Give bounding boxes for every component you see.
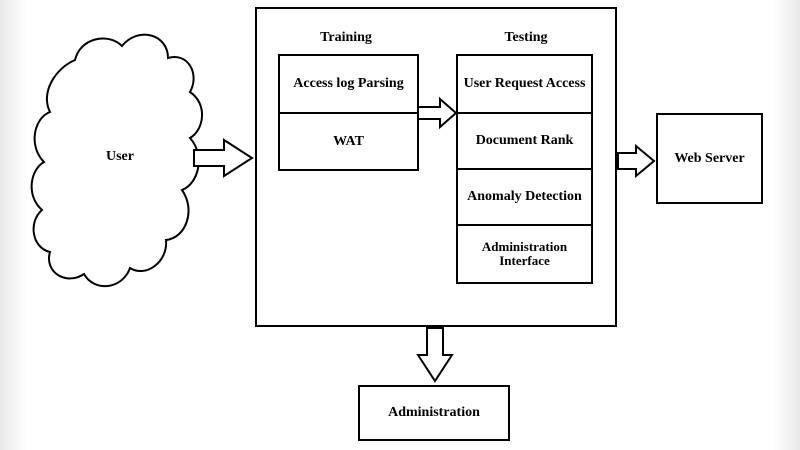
training-item-wat: WAT <box>278 112 419 171</box>
testing-item-document-rank: Document Rank <box>456 112 593 170</box>
administration-box: Administration <box>358 385 510 441</box>
testing-title: Testing <box>504 30 548 45</box>
web-server-box: Web Server <box>656 113 763 204</box>
training-title: Training <box>320 30 372 45</box>
testing-item-user-request-access: User Request Access <box>456 54 593 114</box>
system-container <box>255 7 617 327</box>
arrow-system-to-webserver <box>617 143 656 179</box>
left-edge-shade <box>0 0 28 450</box>
arrow-user-to-system <box>193 138 254 178</box>
right-edge-shade <box>772 0 800 450</box>
user-label: User <box>106 149 134 164</box>
training-item-access-log-parsing: Access log Parsing <box>278 54 419 114</box>
arrow-system-to-administration <box>416 327 454 383</box>
user-cloud-shape <box>30 33 204 288</box>
testing-item-administration-interface: Administration Interface <box>456 224 593 284</box>
testing-item-anomaly-detection: Anomaly Detection <box>456 168 593 226</box>
arrow-training-to-testing <box>417 96 458 130</box>
